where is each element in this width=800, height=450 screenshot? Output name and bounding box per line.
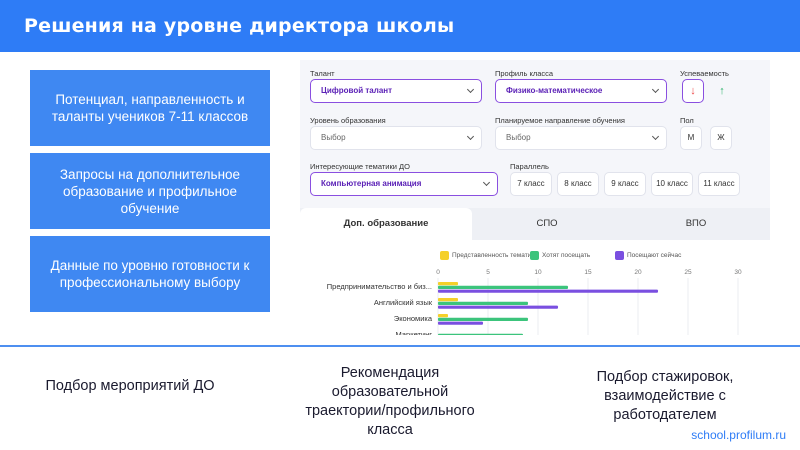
profile-select-value: Физико-математическое	[506, 86, 603, 95]
bar[interactable]	[438, 317, 528, 321]
legend-label-presence: Представленность тематик	[452, 252, 535, 259]
profile-label: Профиль класса	[495, 69, 554, 78]
grade-7-button[interactable]: 7 класс	[510, 172, 552, 196]
progress-up-button[interactable]: ↑	[711, 79, 733, 103]
chevron-down-icon	[466, 85, 475, 94]
info-box-text: Данные по уровню готовности к профессион…	[50, 258, 250, 290]
tab-additional-education[interactable]: Доп. образование	[300, 208, 472, 240]
gender-f-button[interactable]: Ж	[710, 126, 732, 150]
site-link[interactable]: school.profilum.ru	[691, 428, 786, 442]
progress-label: Успеваемость	[680, 69, 729, 78]
x-tick-label: 0	[436, 269, 440, 276]
bar[interactable]	[438, 289, 658, 293]
profile-select[interactable]: Физико-математическое	[495, 79, 667, 103]
bar[interactable]	[438, 298, 458, 302]
tab-spo[interactable]: СПО	[536, 218, 558, 229]
bar[interactable]	[438, 282, 458, 286]
x-tick-label: 25	[684, 269, 692, 276]
bar[interactable]	[438, 314, 448, 318]
bar[interactable]	[438, 321, 483, 325]
chevron-down-icon	[651, 132, 660, 141]
chevron-down-icon	[651, 85, 660, 94]
topics-label: Интересующие тематики ДО	[310, 162, 410, 171]
dashboard-screenshot: Талант Цифровой талант Профиль класса Фи…	[300, 60, 770, 335]
legend-swatch-want	[530, 251, 539, 260]
grade-11-button[interactable]: 11 класс	[698, 172, 740, 196]
topics-select-value: Компьютерная анимация	[321, 179, 422, 188]
chevron-down-icon	[482, 178, 491, 187]
arrow-up-icon: ↑	[719, 85, 725, 97]
slide-title: Решения на уровне директора школы	[24, 15, 455, 37]
slide-header: Решения на уровне директора школы	[0, 0, 800, 52]
category-label: Английский язык	[374, 298, 433, 307]
solution-internships: Подбор стажировок, взаимодействие с рабо…	[596, 369, 734, 423]
legend-swatch-presence	[440, 251, 449, 260]
grade-10-button[interactable]: 10 класс	[651, 172, 693, 196]
progress-down-button[interactable]: ↓	[682, 79, 704, 103]
grade-8-button[interactable]: 8 класс	[557, 172, 599, 196]
tab-vpo[interactable]: ВПО	[685, 218, 707, 229]
info-box-requests: Запросы на дополнительное образование и …	[30, 153, 270, 229]
gender-m-button[interactable]: М	[680, 126, 702, 150]
x-tick-label: 15	[584, 269, 592, 276]
info-box-text: Потенциал, направленность и таланты учен…	[51, 92, 249, 124]
info-box-text: Запросы на дополнительное образование и …	[59, 166, 241, 216]
grade-9-button[interactable]: 9 класс	[604, 172, 646, 196]
filters-panel: Талант Цифровой талант Профиль класса Фи…	[300, 60, 770, 208]
topics-select[interactable]: Компьютерная анимация	[310, 172, 498, 196]
legend-label-attend: Посещают сейчас	[627, 252, 682, 259]
bar[interactable]	[438, 285, 568, 289]
direction-select-value: Выбор	[506, 133, 531, 142]
direction-select[interactable]: Выбор	[495, 126, 667, 150]
x-tick-label: 5	[486, 269, 490, 276]
solution-trajectory: Рекомендация образовательной траектории/…	[305, 365, 475, 438]
x-tick-label: 10	[534, 269, 542, 276]
solution-events: Подбор мероприятий ДО	[45, 378, 215, 394]
category-label: Предпринимательство и биз...	[327, 282, 432, 291]
tab-bar: Доп. образование СПО ВПО	[300, 208, 770, 240]
chart-area: Представленность тематик Хотят посещать …	[300, 240, 770, 335]
edu-level-select[interactable]: Выбор	[310, 126, 482, 150]
chevron-down-icon	[466, 132, 475, 141]
category-label: Экономика	[394, 314, 433, 323]
grade-label: Параллель	[510, 162, 549, 171]
arrow-down-icon: ↓	[690, 85, 696, 97]
legend-label-want: Хотят посещать	[542, 252, 591, 259]
legend-swatch-attend	[615, 251, 624, 260]
talent-select-value: Цифровой талант	[321, 86, 393, 95]
gender-label: Пол	[680, 116, 694, 125]
talent-select[interactable]: Цифровой талант	[310, 79, 482, 103]
bar[interactable]	[438, 305, 558, 309]
divider	[0, 345, 800, 347]
category-label: Маркетинг	[396, 330, 433, 335]
edu-level-label: Уровень образования	[310, 116, 386, 125]
x-tick-label: 30	[734, 269, 742, 276]
info-box-potential: Потенциал, направленность и таланты учен…	[30, 70, 270, 146]
bar[interactable]	[438, 333, 523, 335]
info-box-readiness: Данные по уровню готовности к профессион…	[30, 236, 270, 312]
x-tick-label: 20	[634, 269, 642, 276]
talent-label: Талант	[310, 69, 335, 78]
bar[interactable]	[438, 301, 528, 305]
edu-level-select-value: Выбор	[321, 133, 346, 142]
direction-label: Планируемое направление обучения	[495, 116, 625, 125]
